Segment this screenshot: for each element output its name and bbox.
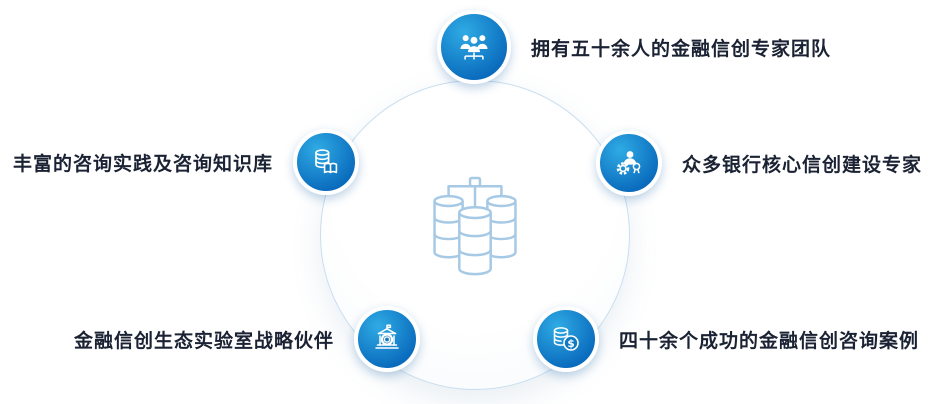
feature-label-cases: 四十余个成功的金融信创咨询案例 (619, 330, 920, 352)
feature-node-team: 拥有五十余人的金融信创专家团队 (437, 10, 831, 84)
feature-label-knowledge: 丰富的咨询实践及咨询知识库 (12, 153, 273, 175)
expert-badge-icon (616, 151, 641, 175)
svg-text:$: $ (567, 338, 574, 350)
coins-dollar-icon: $ (553, 327, 579, 351)
knowledge-badge (293, 129, 359, 195)
feature-label-team: 拥有五十余人的金融信创专家团队 (531, 38, 832, 60)
feature-node-cases: $ 四十余个成功的金融信创咨询案例 (533, 306, 919, 372)
feature-label-experts: 众多银行核心信创建设专家 (682, 154, 923, 176)
feature-node-knowledge: 丰富的咨询实践及咨询知识库 (13, 129, 359, 195)
expert-badge (596, 130, 662, 196)
team-icon (460, 35, 488, 60)
bank-gear-icon (375, 324, 399, 349)
lab-badge (354, 306, 420, 372)
database-book-icon (315, 149, 338, 174)
team-badge (437, 10, 511, 84)
feature-node-experts: 众多银行核心信创建设专家 (596, 130, 922, 196)
feature-node-lab: 金融信创生态实验室战略伙伴 (74, 306, 420, 372)
database-cluster-icon (433, 176, 517, 275)
feature-label-lab: 金融信创生态实验室战略伙伴 (73, 330, 334, 352)
cases-badge: $ (533, 306, 599, 372)
